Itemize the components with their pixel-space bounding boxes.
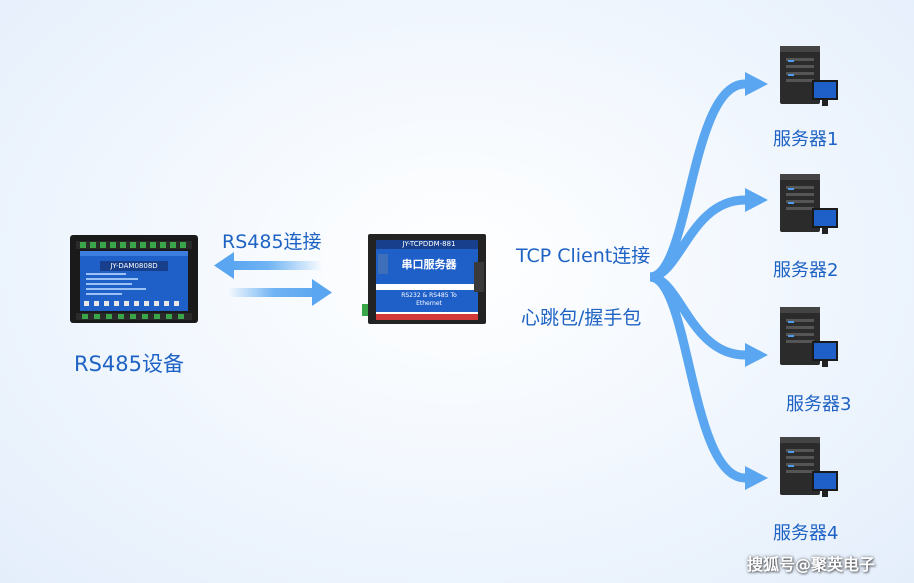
- arrowhead-1: [745, 72, 768, 96]
- serial-server-header: JY-TCPDDM-881: [402, 240, 456, 248]
- rs485-link-label: RS485连接: [222, 231, 322, 253]
- serial-server-image: JY-TCPDDM-881 串口服务器 RS232 & RS485 To Eth…: [362, 234, 490, 328]
- server-4-label: 服务器4: [773, 523, 839, 544]
- server-3-label: 服务器3: [786, 394, 852, 415]
- heartbeat-label: 心跳包/握手包: [521, 307, 642, 329]
- server-4-icon: [778, 435, 840, 499]
- serial-server-title: 串口服务器: [401, 258, 457, 271]
- serial-server-footer-line2: Ethernet: [416, 300, 442, 307]
- left-arrowhead: [214, 252, 234, 279]
- server-3-icon: [778, 305, 840, 369]
- arrowhead-2: [745, 188, 768, 212]
- server-2-label: 服务器2: [773, 260, 839, 281]
- left-arrow-shaft: [232, 261, 322, 270]
- server-1-label: 服务器1: [773, 129, 839, 150]
- server-2-icon: [778, 172, 840, 236]
- watermark-text: 搜狐号@聚英电子: [747, 555, 876, 574]
- branch-arrow-1: [648, 79, 746, 282]
- right-arrow-shaft: [228, 288, 320, 297]
- branch-arrow-2: [649, 195, 746, 282]
- serial-server-footer-line1: RS232 & RS485 To: [401, 292, 457, 299]
- arrowhead-3: [745, 343, 768, 367]
- rs485-device-image: JY-DAM0808D: [70, 235, 198, 323]
- server-1-icon: [778, 44, 840, 108]
- rs485-device-caption: RS485设备: [74, 352, 185, 376]
- tcp-client-link-label: TCP Client连接: [516, 245, 651, 267]
- device-module-label: JY-DAM0808D: [100, 261, 168, 271]
- branch-arrow-4: [648, 272, 746, 483]
- arrowhead-4: [745, 466, 768, 490]
- right-arrowhead: [312, 279, 332, 306]
